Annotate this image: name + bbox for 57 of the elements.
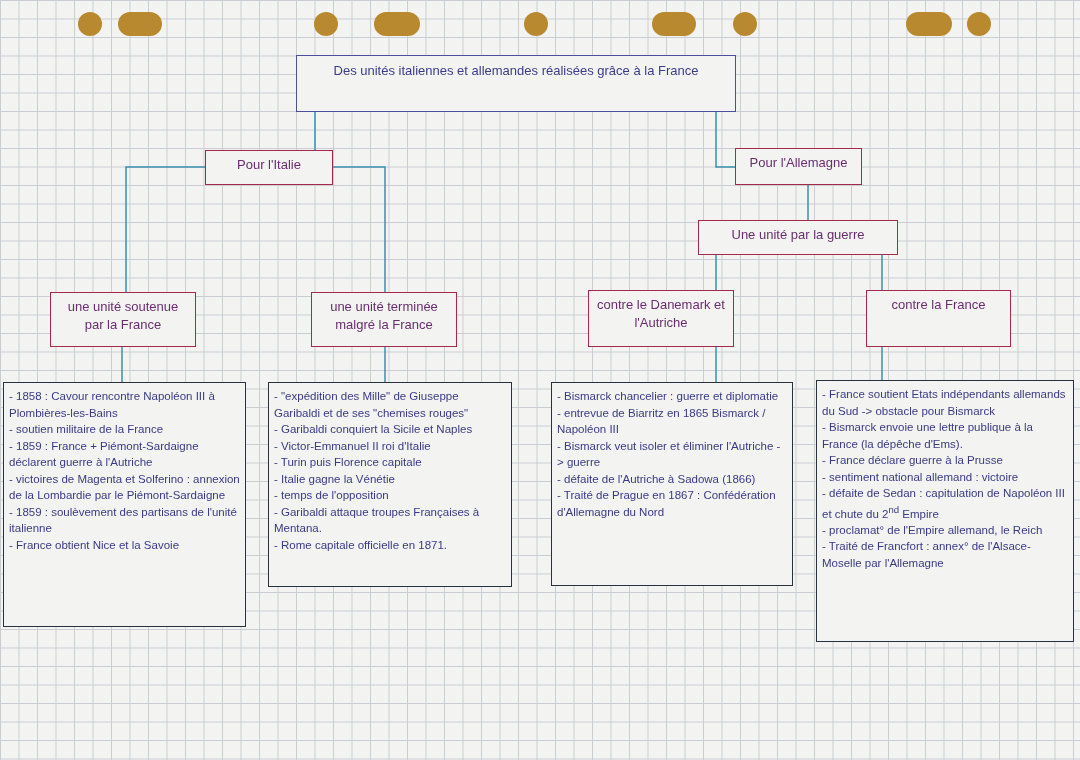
list-item: - Traité de Prague en 1867 : Confédération d'Allemagne du Nord [557, 488, 777, 520]
list-item: - France déclare guerre à la Prusse [822, 453, 1004, 468]
list-item: - défaite de l'Autriche à Sadowa (1866) [557, 471, 757, 487]
topic-box [698, 220, 898, 255]
box-label: Des unités italiennes et allemandes réalisées grâce à la France [332, 62, 700, 80]
list-item: - défaite de Sedan : capitulation de Napoléon III et chute du 2$^{nd}$ Empire [822, 486, 1066, 522]
box-label: contre le Danemark et l'Autriche [596, 296, 726, 332]
list-item: - Victor-Emmanuel II roi d'Italie [274, 438, 432, 454]
list-item: - Bismarck veut isoler et éliminer l'Autriche -> guerre [557, 438, 782, 470]
notes-box [3, 382, 246, 627]
connector-line [807, 184, 809, 221]
connector-line [125, 166, 206, 293]
box-label: Pour l'Italie [236, 156, 302, 174]
connector-line [121, 346, 123, 383]
topic-box [588, 290, 734, 347]
connector-line [715, 111, 736, 168]
topic-box [205, 150, 333, 185]
list-item: - soutien militaire de la France [9, 422, 165, 437]
list-item: - sentiment national allemand : victoire [822, 469, 1020, 485]
box-label: Une unité par la guerre [730, 226, 866, 244]
connector-line [881, 346, 883, 381]
notes-box [816, 380, 1074, 642]
list-item: - Garibaldi attaque troupes Françaises à Mentana. [274, 504, 481, 536]
list-item: - 1859 : soulèvement des partisans de l'unité italienne [9, 504, 238, 536]
list-item: - temps de l'opposition [274, 488, 390, 503]
list-item: - entrevue de Biarritz en 1865 Bismarck / Napoléon III [557, 405, 767, 437]
box-label: Pour l'Allemagne [748, 154, 849, 172]
connector-line [881, 254, 883, 291]
list-item: - France obtient Nice et la Savoie [9, 537, 181, 553]
list-item: - 1859 : France + Piémont-Sardaigne déclarent guerre à l'Autriche [9, 438, 200, 470]
connector-line [715, 346, 717, 383]
topic-box [866, 290, 1011, 347]
topic-box [735, 148, 862, 185]
list-item: - Bismarck chancelier : guerre et diplomatie [557, 389, 780, 404]
list-item: - Garibaldi conquiert la Sicile et Naples [274, 422, 474, 437]
list-item: - Italie gagne la Vénétie [274, 471, 396, 487]
notes-box [551, 382, 793, 586]
list-item: - Rome capitale officielle en 1871. [274, 537, 449, 553]
list-item: - victoires de Magenta et Solferino : annexion de la Lombardie par le Piémont-Sardaigne [9, 471, 240, 503]
notes-box [268, 382, 512, 587]
list-item: - Traité de Francfort : annex° de l'Alsace-Moselle par l'Allemagne [822, 539, 1032, 571]
topic-box [311, 292, 457, 347]
box-label: une unité soutenue par la France [66, 298, 180, 334]
box-label: contre la France [890, 296, 987, 314]
list-item: - proclamat° de l'Empire allemand, le Reich [822, 522, 1044, 538]
list-item: - Bismarck envoie une lettre publique à la France (la dépêche d'Ems). [822, 420, 1034, 452]
connector-line [314, 111, 316, 151]
box-label: une unité terminée malgré la France [329, 298, 439, 334]
list-item: - 1858 : Cavour rencontre Napoléon III à Plombières-les-Bains [9, 389, 216, 421]
connector-line [332, 166, 386, 293]
title-box [296, 55, 736, 112]
list-item: - "expédition des Mille" de Giuseppe Garibaldi et de ses "chemises rouges" [274, 389, 470, 421]
topic-box [50, 292, 196, 347]
connector-line [715, 254, 717, 291]
list-item: - Turin puis Florence capitale [274, 455, 423, 470]
connector-line [384, 346, 386, 383]
list-item: - France soutient Etats indépendants allemands du Sud -> obstacle pour Bismarck [822, 387, 1067, 419]
